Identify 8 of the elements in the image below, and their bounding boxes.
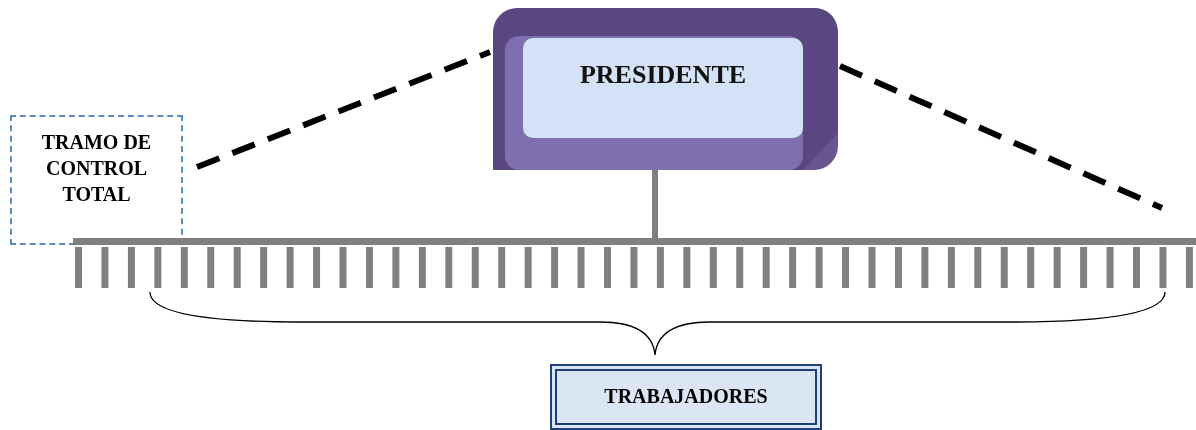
connector-line <box>652 170 658 238</box>
dashed-box <box>10 115 183 245</box>
framed-box <box>550 364 822 430</box>
node-label: PRESIDENTE <box>578 60 748 90</box>
node-label: TRABAJADORES <box>603 385 769 408</box>
dashed-line <box>838 63 1164 211</box>
node-label: TRAMO DE CONTROL TOTAL <box>40 130 153 207</box>
dashed-line <box>195 49 492 170</box>
